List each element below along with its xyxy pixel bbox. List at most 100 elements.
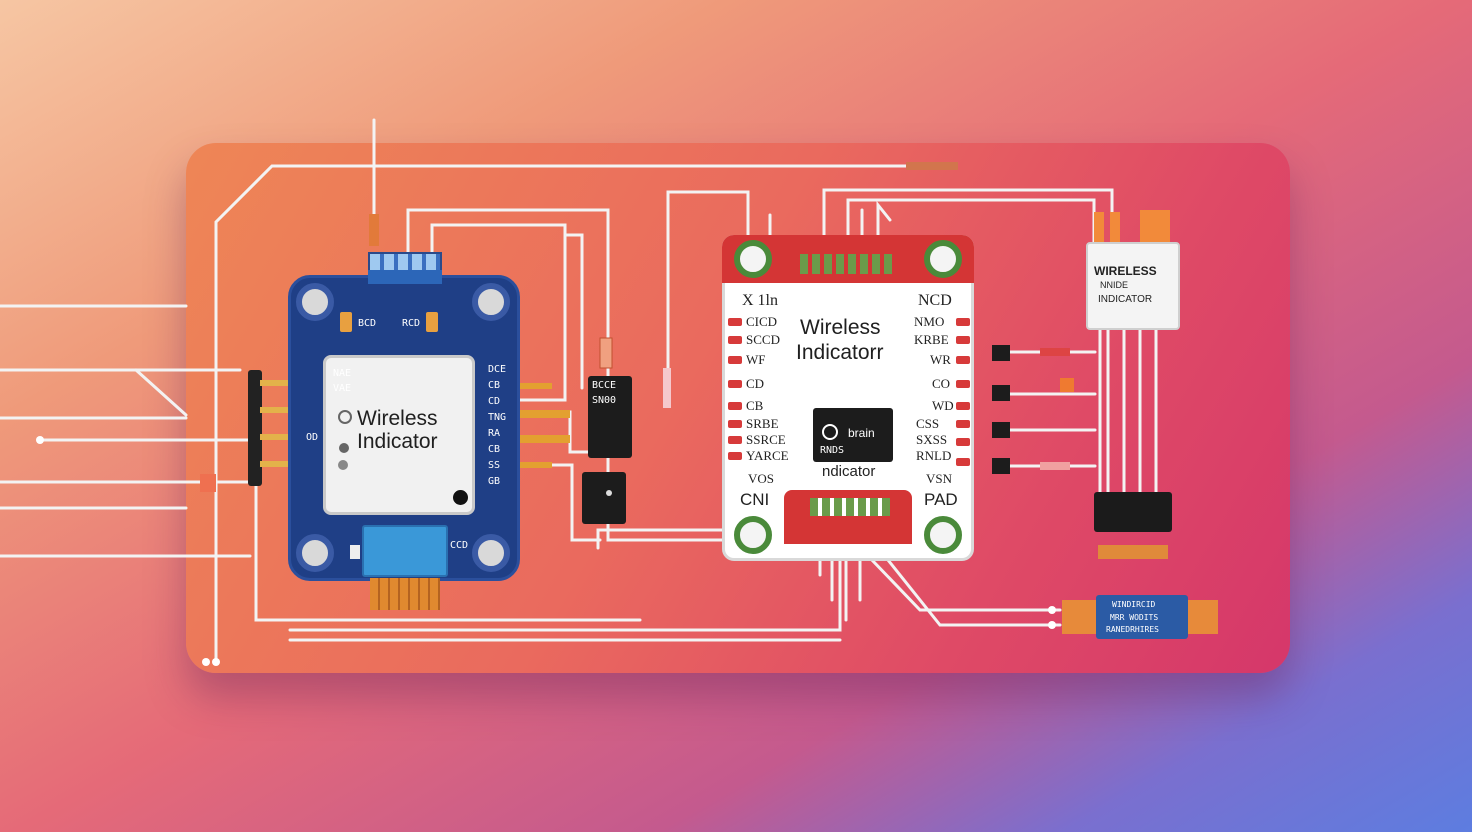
left-pin-label: CICD — [746, 314, 778, 329]
pin — [260, 380, 294, 386]
right-pin-label: NMO — [914, 314, 945, 329]
mount-hole — [296, 534, 334, 572]
trace-node — [1048, 621, 1056, 629]
right-pin-label: RNLD — [916, 448, 952, 463]
capacitor — [340, 312, 352, 332]
mount-hole — [734, 240, 772, 278]
header-pins — [800, 254, 894, 274]
pin — [1110, 212, 1120, 246]
side-label: VAE — [333, 383, 352, 394]
pin-pad — [956, 318, 970, 326]
mount-hole — [924, 516, 962, 554]
side-label: CB — [488, 380, 501, 391]
left-pin-label: SSRCE — [746, 432, 786, 447]
resistor — [906, 162, 958, 170]
trace — [214, 164, 957, 664]
ic-chip — [1094, 492, 1172, 532]
right-module-line2: NNIDE — [1100, 280, 1129, 290]
pin — [512, 383, 552, 389]
pin — [1094, 212, 1104, 246]
status-ring-icon — [338, 410, 352, 424]
pin-pad — [728, 452, 742, 460]
pin — [260, 461, 294, 467]
trace — [563, 233, 584, 390]
pin-pad — [728, 356, 742, 364]
side-label: GB — [488, 476, 501, 487]
trace — [406, 208, 762, 542]
transistor — [992, 345, 1010, 361]
pin — [1140, 210, 1170, 246]
trace — [596, 528, 726, 550]
corner-label-br: PAD — [924, 490, 958, 509]
module-title-line1: Wireless — [357, 407, 438, 430]
trace-node — [212, 658, 220, 666]
trace — [134, 368, 188, 417]
pin-pad — [728, 380, 742, 388]
center-title-line2: Indicatorr — [796, 341, 884, 364]
right-pin-label: CO — [932, 376, 951, 391]
side-label: DCE — [488, 364, 507, 375]
resistor — [369, 214, 379, 246]
bottom-pins — [370, 578, 440, 610]
right-pin-label: WR — [930, 352, 951, 367]
pin-header — [248, 370, 262, 486]
left-pin-label: VOS — [748, 471, 775, 486]
right-pin-label: SXSS — [916, 432, 948, 447]
pin — [512, 410, 570, 418]
footer-pins — [810, 498, 890, 516]
right-module-line1: WIRELESS — [1094, 264, 1157, 278]
top-label: BCD — [358, 318, 377, 329]
small-ic-chip — [588, 376, 632, 458]
pin — [512, 435, 570, 443]
pin — [260, 407, 294, 413]
ic-pins — [1098, 545, 1168, 559]
corner-label-bl: CNI — [740, 490, 770, 509]
chip-label-line1: BCCE — [592, 380, 617, 391]
right-pin-label: VSN — [926, 471, 953, 486]
right-module-line3: INDICATOR — [1098, 294, 1153, 305]
transistor — [992, 458, 1010, 474]
strip-label-line3: RANEDRHIRES — [1106, 625, 1159, 634]
chip-model: RNDS — [820, 445, 845, 456]
strip-label-line2: MRR WODITS — [1110, 613, 1159, 622]
capacitor — [426, 312, 438, 332]
chip-label-line2: SN00 — [592, 395, 617, 406]
connector-base — [368, 270, 442, 284]
pin — [512, 462, 552, 468]
chip-caption: ndicator — [822, 463, 876, 480]
corner-label-tr: NCD — [918, 292, 952, 309]
transistor — [992, 422, 1010, 438]
mount-hole — [734, 516, 772, 554]
mount-hole — [296, 283, 334, 321]
led — [1060, 378, 1074, 392]
small-ic-chip-2 — [582, 472, 626, 524]
left-pin-label: WF — [746, 352, 766, 367]
connector-end — [1186, 600, 1218, 634]
side-label: CB — [488, 444, 501, 455]
mount-hole — [472, 283, 510, 321]
side-label: OD — [306, 432, 319, 443]
pin — [260, 434, 294, 440]
connector-end — [1062, 600, 1098, 634]
indicator-led-icon — [453, 490, 468, 505]
side-label: TNG — [488, 412, 507, 423]
pin-pad — [956, 336, 970, 344]
strip-module — [1096, 595, 1188, 639]
resistor — [599, 337, 613, 369]
pin-pad — [956, 438, 970, 446]
pin-pad — [728, 402, 742, 410]
left-pin-label: YARCE — [746, 448, 789, 463]
resistor — [663, 368, 671, 408]
pin-pad — [956, 380, 970, 388]
right-pin-label: CSS — [916, 416, 940, 431]
led — [200, 474, 216, 492]
corner-label-tl: X 1ln — [742, 292, 778, 309]
mount-hole — [472, 534, 510, 572]
left-pin-label: SCCD — [746, 332, 780, 347]
transistor — [992, 385, 1010, 401]
pin-pad — [956, 458, 970, 466]
trace — [288, 558, 842, 632]
right-pin-label: WD — [932, 398, 954, 413]
status-dot-icon — [338, 460, 348, 470]
